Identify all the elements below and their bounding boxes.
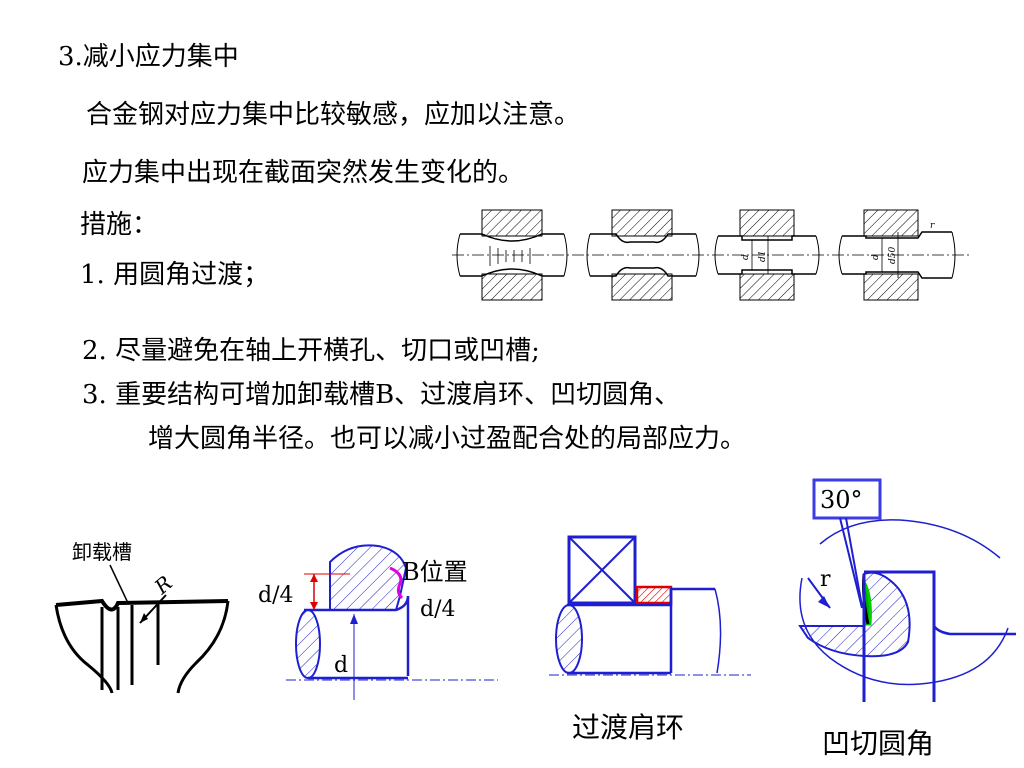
text-line-4: 1. 用圆角过渡； — [80, 260, 270, 290]
undercut-angle: 30° — [820, 486, 863, 514]
fillet-transition-figures: d d1 d d50 r — [452, 209, 972, 301]
b-diameter: d — [334, 653, 348, 678]
relief-groove-figure: 卸载槽 R — [40, 525, 240, 695]
label-d-4: d — [871, 254, 881, 260]
text-line-2: 应力集中出现在截面突然发生变化的。 — [82, 158, 525, 188]
text-line-6: 3. 重要结构可增加卸载槽B、过渡肩环、凹切圆角、 — [82, 380, 681, 410]
text-line-1: 合金钢对应力集中比较敏感，应加以注意。 — [86, 100, 581, 130]
b-position-label: B位置 — [402, 558, 468, 586]
label-d: d — [741, 254, 751, 260]
top-figure-4: d d50 r — [838, 209, 956, 301]
text-line-7: 增大圆角半径。也可以减小过盈配合处的局部应力。 — [148, 424, 747, 454]
shoulder-ring-caption: 过渡肩环 — [572, 711, 685, 744]
undercut-caption: 凹切圆角 — [822, 727, 935, 760]
text-line-5: 2. 尽量避免在轴上开横孔、切口或凹槽; — [82, 336, 540, 366]
slide-heading: 3.减小应力集中 — [58, 42, 239, 72]
b-left-dim: d/4 — [258, 583, 294, 608]
text-line-3: 措施： — [80, 210, 159, 240]
b-position-figure: d/4 B位置 d/4 d — [258, 544, 498, 700]
relief-groove-label: 卸载槽 — [72, 540, 132, 564]
shoulder-ring-figure — [549, 535, 751, 676]
top-figure-1 — [456, 209, 568, 301]
label-d1: d1 — [758, 251, 768, 263]
b-right-dim: d/4 — [420, 597, 456, 622]
top-figure-2 — [586, 209, 700, 301]
top-figure-3: d d1 — [714, 209, 820, 301]
label-r: r — [930, 221, 935, 231]
undercut-radius: r — [820, 567, 831, 592]
undercut-fillet-figure: 30° r — [798, 478, 1016, 702]
label-d50: d50 — [888, 247, 898, 264]
